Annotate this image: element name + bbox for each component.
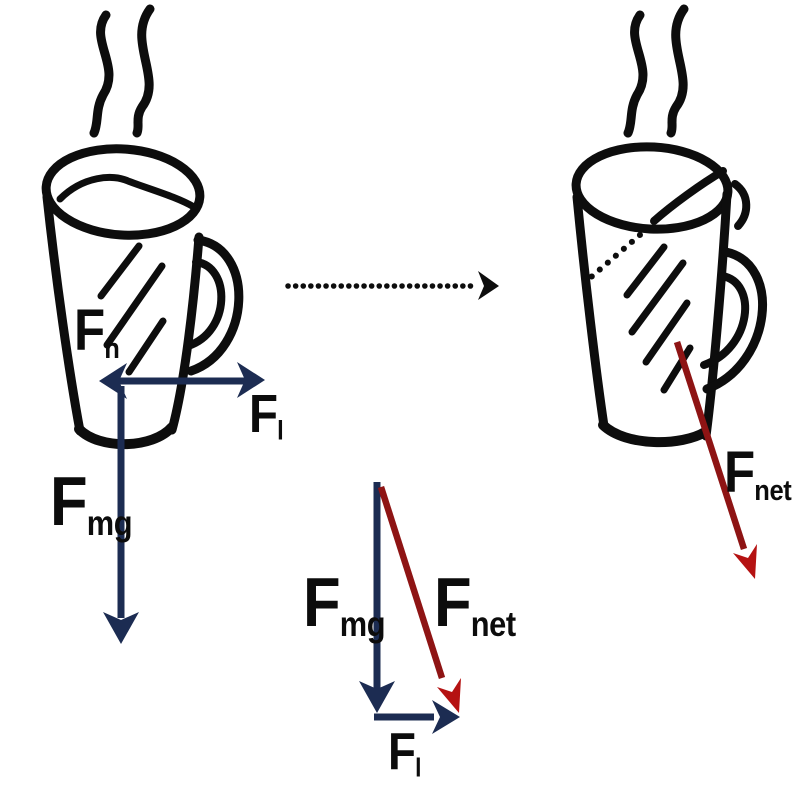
ink-drawings [41, 4, 768, 450]
arrow-head-icon [359, 681, 395, 713]
mug-handle [731, 180, 751, 230]
force-symbol: F [724, 440, 755, 505]
triangle-net-arrow-shaft [377, 486, 446, 679]
mug-wall-right [701, 189, 732, 441]
shine-line [125, 317, 167, 376]
force-subscript: n [104, 333, 120, 366]
gravity-force-label: Fmg [50, 466, 133, 543]
shine-line [628, 259, 687, 336]
mug-handle [186, 235, 244, 376]
shine-line [642, 299, 691, 366]
red-force-vectors [377, 340, 757, 713]
shine-line [97, 242, 143, 300]
arrow-head-icon [99, 363, 127, 399]
blue-force-vectors [99, 362, 460, 734]
force-symbol: F [303, 563, 341, 641]
mug-handle [700, 272, 750, 369]
triangle-net-label: Fnet [434, 567, 516, 642]
shine-line [103, 262, 166, 349]
mug-bottom [598, 420, 710, 448]
normal-force-label: Fn [74, 302, 120, 366]
steam-icon [666, 4, 689, 138]
force-subscript: net [470, 604, 516, 644]
steam-icon [89, 10, 114, 138]
arrow-head-icon [733, 544, 757, 579]
net-force-label: Fnet [724, 444, 792, 508]
triangle-lateral-label: Fl [388, 726, 421, 780]
mug-bottom [74, 422, 177, 450]
force-subscript: mg [86, 503, 133, 543]
left-mug [41, 4, 244, 450]
arrow-head-icon [103, 612, 139, 644]
mug-handle [184, 258, 226, 350]
arrow-head-icon [432, 700, 460, 734]
tilted-liquid-line [650, 167, 727, 225]
force-symbol: F [50, 462, 88, 540]
force-subscript: l [277, 415, 284, 446]
triangle-gravity-label: Fmg [303, 567, 386, 644]
arrow-head-icon [237, 362, 265, 398]
mug-handle [702, 247, 768, 394]
force-symbol: F [434, 563, 472, 641]
mug-rim [41, 144, 205, 240]
force-subscript: net [754, 475, 792, 508]
force-subscript: l [415, 752, 421, 783]
right-mug [571, 4, 768, 448]
transition-arrow [285, 271, 499, 300]
force-symbol: F [388, 723, 416, 781]
lateral-force-label: Fl [249, 384, 284, 446]
arrow-head-icon [437, 678, 461, 713]
mug-wall-right [167, 232, 204, 435]
dotted-arrow-head-icon [478, 271, 499, 300]
shine-line [623, 243, 668, 299]
mug-wall-left [42, 192, 85, 436]
shine-line [660, 344, 694, 394]
steam-icon [132, 4, 155, 138]
force-symbol: F [249, 384, 278, 444]
mug-wall-left [572, 192, 609, 431]
steam-icon [623, 10, 648, 138]
force-subscript: mg [339, 604, 386, 644]
net-force-arrow-shaft [673, 340, 748, 551]
coffee-surface [56, 173, 198, 211]
tilted-liquid-dotted-line [587, 225, 651, 281]
force-symbol: F [74, 298, 105, 363]
